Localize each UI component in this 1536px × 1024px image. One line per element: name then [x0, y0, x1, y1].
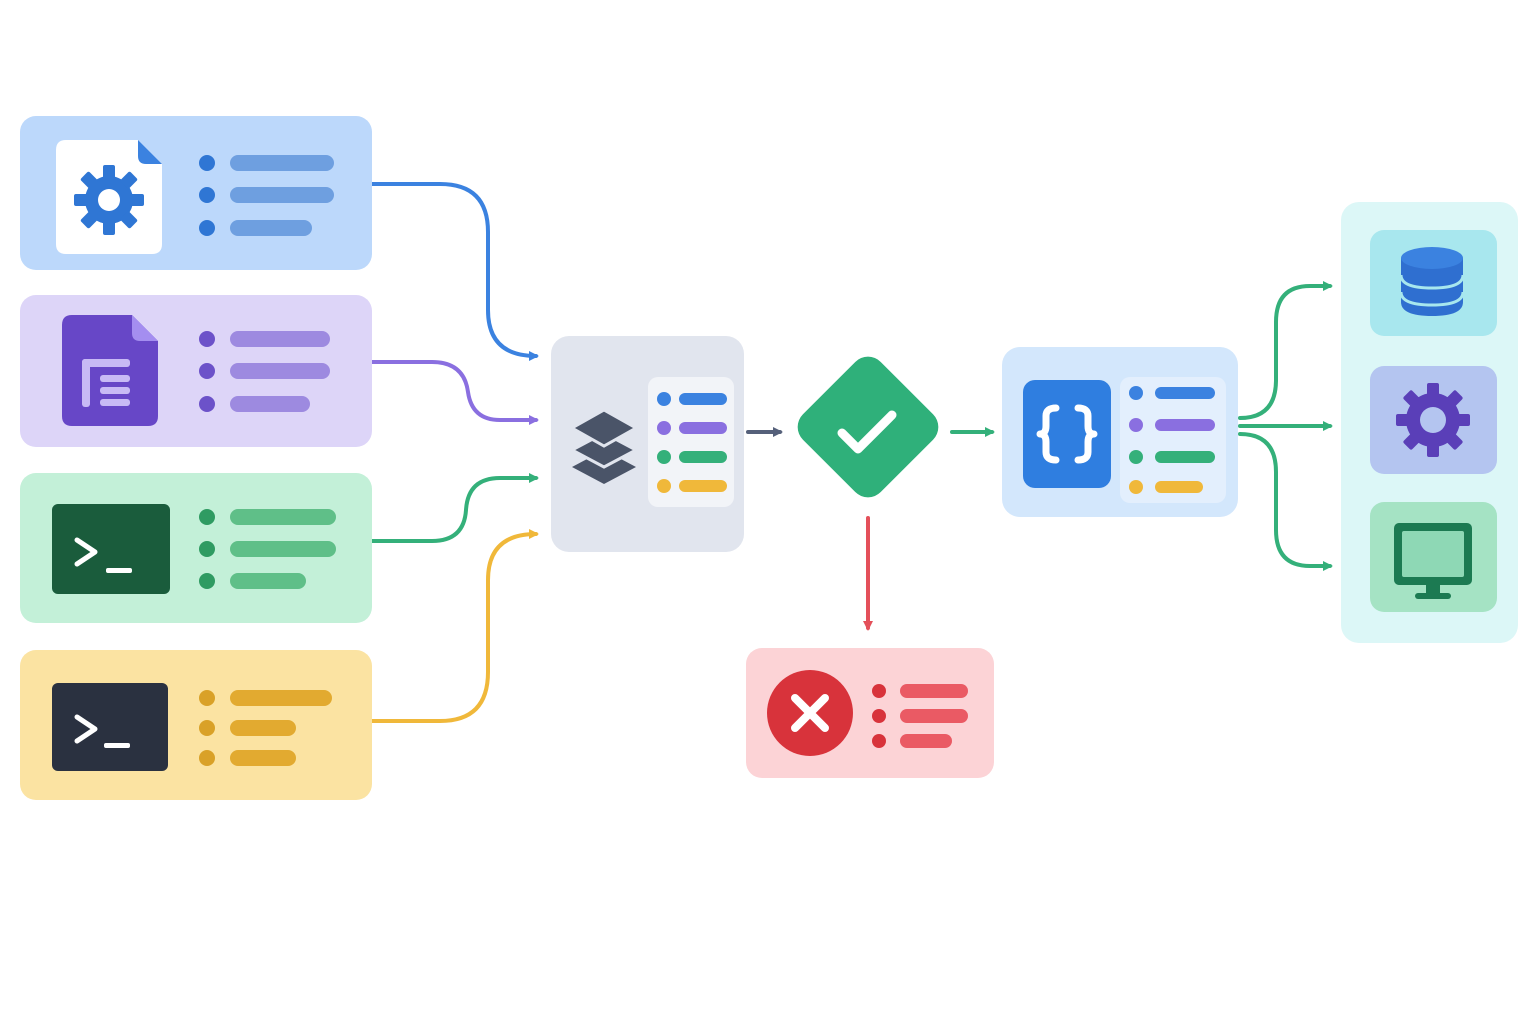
checkmark-icon — [837, 410, 897, 454]
validate-node[interactable] — [790, 349, 946, 505]
terminal-green-source[interactable] — [20, 473, 372, 623]
connector-output-to-database — [1238, 281, 1333, 420]
colored-list-panel — [1120, 377, 1226, 503]
bullet-list — [872, 684, 968, 748]
form-document-source[interactable] — [20, 295, 372, 447]
connector-terminal-green-to-merge — [370, 473, 539, 543]
connector-config-to-merge — [370, 182, 539, 361]
bullet-list — [199, 155, 334, 236]
terminal-icon — [52, 504, 170, 594]
database-destination[interactable] — [1370, 230, 1497, 336]
destinations-panel — [1341, 202, 1518, 643]
database-icon — [1399, 247, 1465, 316]
terminal-dark-source[interactable] — [20, 650, 372, 800]
connector-output-to-monitor — [1238, 432, 1333, 571]
terminal-icon — [52, 683, 168, 771]
monitor-destination[interactable] — [1370, 502, 1497, 612]
output-node[interactable] — [1002, 347, 1238, 517]
connectors — [370, 182, 1333, 723]
bullet-list — [199, 509, 336, 589]
colored-list-panel — [648, 377, 734, 507]
error-node[interactable] — [746, 648, 994, 778]
layers-icon — [568, 408, 640, 484]
connector-terminal-dark-to-merge — [370, 529, 539, 723]
form-document-icon — [62, 315, 158, 426]
bullet-list — [199, 331, 330, 412]
code-braces-icon — [1023, 380, 1111, 488]
settings-destination[interactable] — [1370, 366, 1497, 474]
bullet-list — [199, 690, 332, 766]
monitor-icon — [1394, 523, 1472, 599]
config-file-icon — [56, 140, 162, 254]
merge-node[interactable] — [551, 336, 744, 552]
gear-icon — [1396, 383, 1470, 457]
error-x-icon — [767, 670, 853, 756]
connector-form-to-merge — [370, 360, 539, 425]
config-file-source[interactable] — [20, 116, 372, 270]
